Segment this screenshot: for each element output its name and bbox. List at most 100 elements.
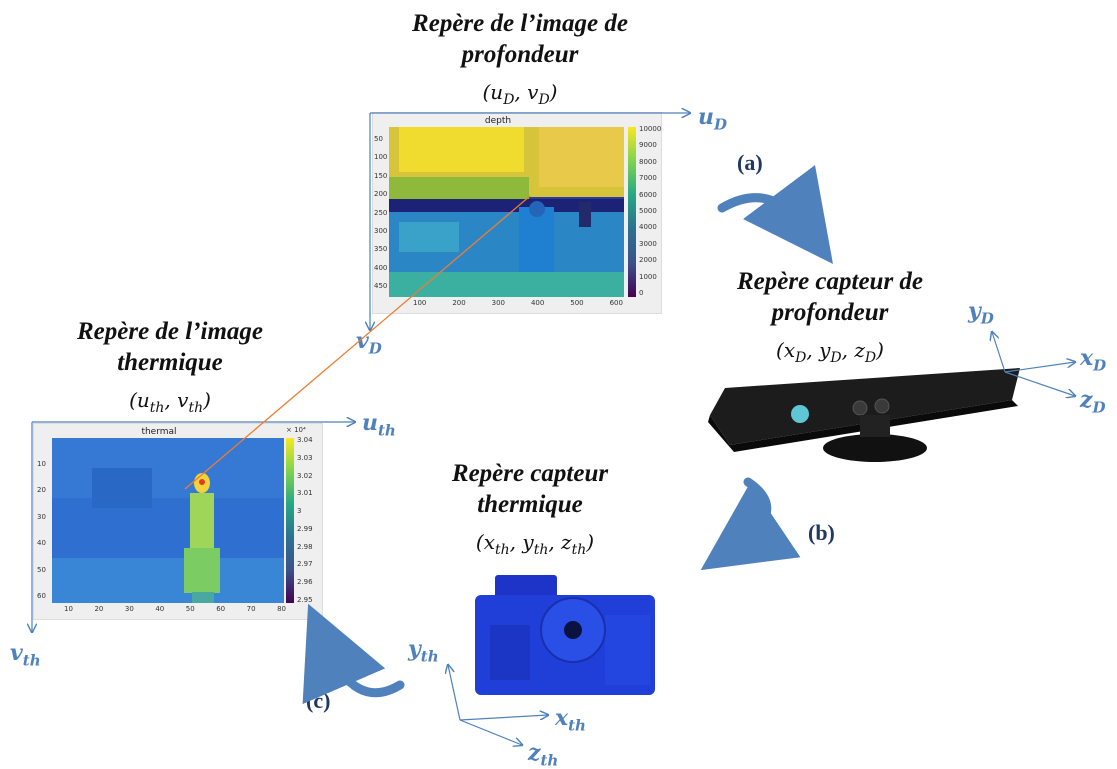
depth-cbar-tick: 0 [639,288,644,297]
depth-y-tick: 450 [374,282,388,290]
thermal-cbar-tick: 2.98 [297,542,313,551]
depth-x-ticks: 100 200 300 400 500 600 [413,299,623,307]
depth-image-plot: depth 10000 9000 8000 7000 6000 5000 400… [372,112,662,314]
thermal-y-ticks: 10 20 30 40 50 60 [37,460,51,600]
depth-x-tick: 500 [570,299,584,307]
thermal-cbar-tick: 3 [297,507,302,516]
thermal-y-tick: 50 [37,565,46,574]
thermal-y-tick: 60 [37,591,46,600]
depth-sensor-axis-z-label: zD [1080,387,1106,417]
thermal-x-tick: 10 [64,605,73,613]
thermal-sensor-axis-y-label: yth [408,636,439,666]
thermal-sensor-coords: (xth, yth, zth) [475,530,595,558]
depth-x-tick: 600 [609,299,623,307]
depth-y-tick: 250 [374,208,388,217]
thermal-x-tick: 20 [94,605,104,613]
depth-x-tick: 100 [413,299,427,307]
thermal-y-tick: 10 [37,460,46,468]
correspondence-line [184,195,531,490]
kinect-sensor-image [708,368,1020,462]
thermal-x-tick: 80 [277,605,286,613]
thermal-sensor-axis-x-label: xth [555,705,586,735]
thermal-image-heatmap [52,438,284,603]
depth-y-tick: 350 [374,245,388,254]
transform-b-label: (b) [808,520,835,545]
transform-c-arrow [302,603,405,705]
thermal-axis-v-label: vth [10,640,41,670]
thermal-cbar-tick: 3.03 [297,453,313,462]
depth-y-tick: 300 [374,226,388,235]
thermal-cbar-tick: 2.96 [297,578,313,587]
thermal-colorbar-exponent: × 10⁴ [286,426,306,434]
depth-cbar-tick: 4000 [639,223,657,232]
thermal-camera-image [455,565,670,710]
depth-image-coords: (uD, vD) [482,80,558,108]
depth-cbar-tick: 9000 [639,141,657,150]
thermal-sensor-axes [448,665,548,745]
thermal-colorbar [286,438,294,603]
thermal-image-title-line1: Repère de l’image [76,318,264,345]
thermal-x-tick: 40 [155,605,165,613]
depth-y-tick: 50 [374,135,383,143]
thermal-sensor-title-line1: Repère capteur [451,460,609,487]
thermal-x-tick: 50 [185,605,195,613]
thermal-y-tick: 40 [37,539,46,548]
depth-sensor-frame-title: Repère capteur de profondeur [690,266,970,328]
depth-sensor-axis-y-label: yD [968,298,994,328]
thermal-sensor-title-line2: thermique [477,491,583,518]
depth-cbar-tick: 6000 [639,190,657,199]
depth-image-frame-title: Repère de l’image de profondeur [370,8,670,70]
depth-y-tick: 100 [374,153,388,162]
thermal-x-tick: 60 [216,605,226,613]
depth-axis-u-label: uD [698,104,728,134]
thermal-image-axes [32,422,355,632]
depth-image-title-line2: profondeur [461,41,579,68]
thermal-sensor-axis-z-label: zth [528,740,559,769]
depth-colorbar [628,127,636,297]
thermal-image-coords: (uth, vth) [129,388,211,416]
depth-cbar-tick: 3000 [639,239,657,248]
depth-y-tick: 150 [374,171,388,180]
thermal-image-plot: thermal × 10⁴ 3.04 3.03 3.02 3.01 3 2.99… [33,423,323,620]
thermal-sensor-frame-title: Repère capteur thermique [410,458,650,520]
depth-image-axes [370,113,690,330]
depth-sensor-title-line2: profondeur [771,299,889,326]
depth-x-tick: 300 [491,299,505,307]
thermal-x-tick: 30 [124,605,134,613]
depth-sensor-title-line1: Repère capteur de [736,268,924,295]
thermal-y-tick: 20 [37,486,46,495]
thermal-image-frame-title: Repère de l’image thermique [30,316,310,378]
depth-sensor-axis-x-label: xD [1080,345,1107,375]
thermal-y-tick: 30 [37,512,46,521]
depth-cbar-tick: 1000 [639,272,657,281]
thermal-cbar-tick: 2.97 [297,560,313,569]
depth-plot-title: depth [484,116,512,126]
depth-sensor-coords: (xD, yD, zD) [776,338,884,366]
thermal-axis-u-label: uth [362,410,396,440]
depth-cbar-tick: 10000 [639,125,662,133]
transform-b-arrow [700,477,801,571]
depth-x-tick: 400 [530,299,545,307]
depth-cbar-tick: 2000 [639,256,657,265]
depth-sensor-axes [992,332,1075,396]
thermal-cbar-tick: 3.02 [297,471,313,480]
thermal-cbar-tick: 2.99 [297,524,313,533]
thermal-cbar-tick: 3.01 [297,489,313,498]
thermal-plot-title: thermal [141,427,177,437]
thermal-x-tick: 70 [246,605,256,613]
thermal-x-ticks: 10 20 30 40 50 60 70 80 [64,605,286,613]
depth-cbar-tick: 5000 [639,206,657,215]
depth-image-heatmap [389,127,624,297]
depth-cbar-tick: 7000 [639,174,657,183]
depth-y-ticks: 50 100 150 200 250 300 350 400 450 [374,135,388,290]
depth-axis-v-label: vD [356,328,382,358]
thermal-cbar-tick: 2.95 [297,595,313,604]
thermal-colorbar-ticks: 3.04 3.03 3.02 3.01 3 2.99 2.98 2.97 2.9… [297,436,321,604]
depth-x-tick: 200 [452,299,466,307]
thermal-image-title-line2: thermique [117,349,223,376]
depth-y-tick: 400 [374,263,388,272]
depth-image-title-line1: Repère de l’image de [412,10,628,37]
transform-a-arrow [717,164,834,264]
depth-colorbar-ticks: 10000 9000 8000 7000 6000 5000 4000 3000… [639,125,661,297]
